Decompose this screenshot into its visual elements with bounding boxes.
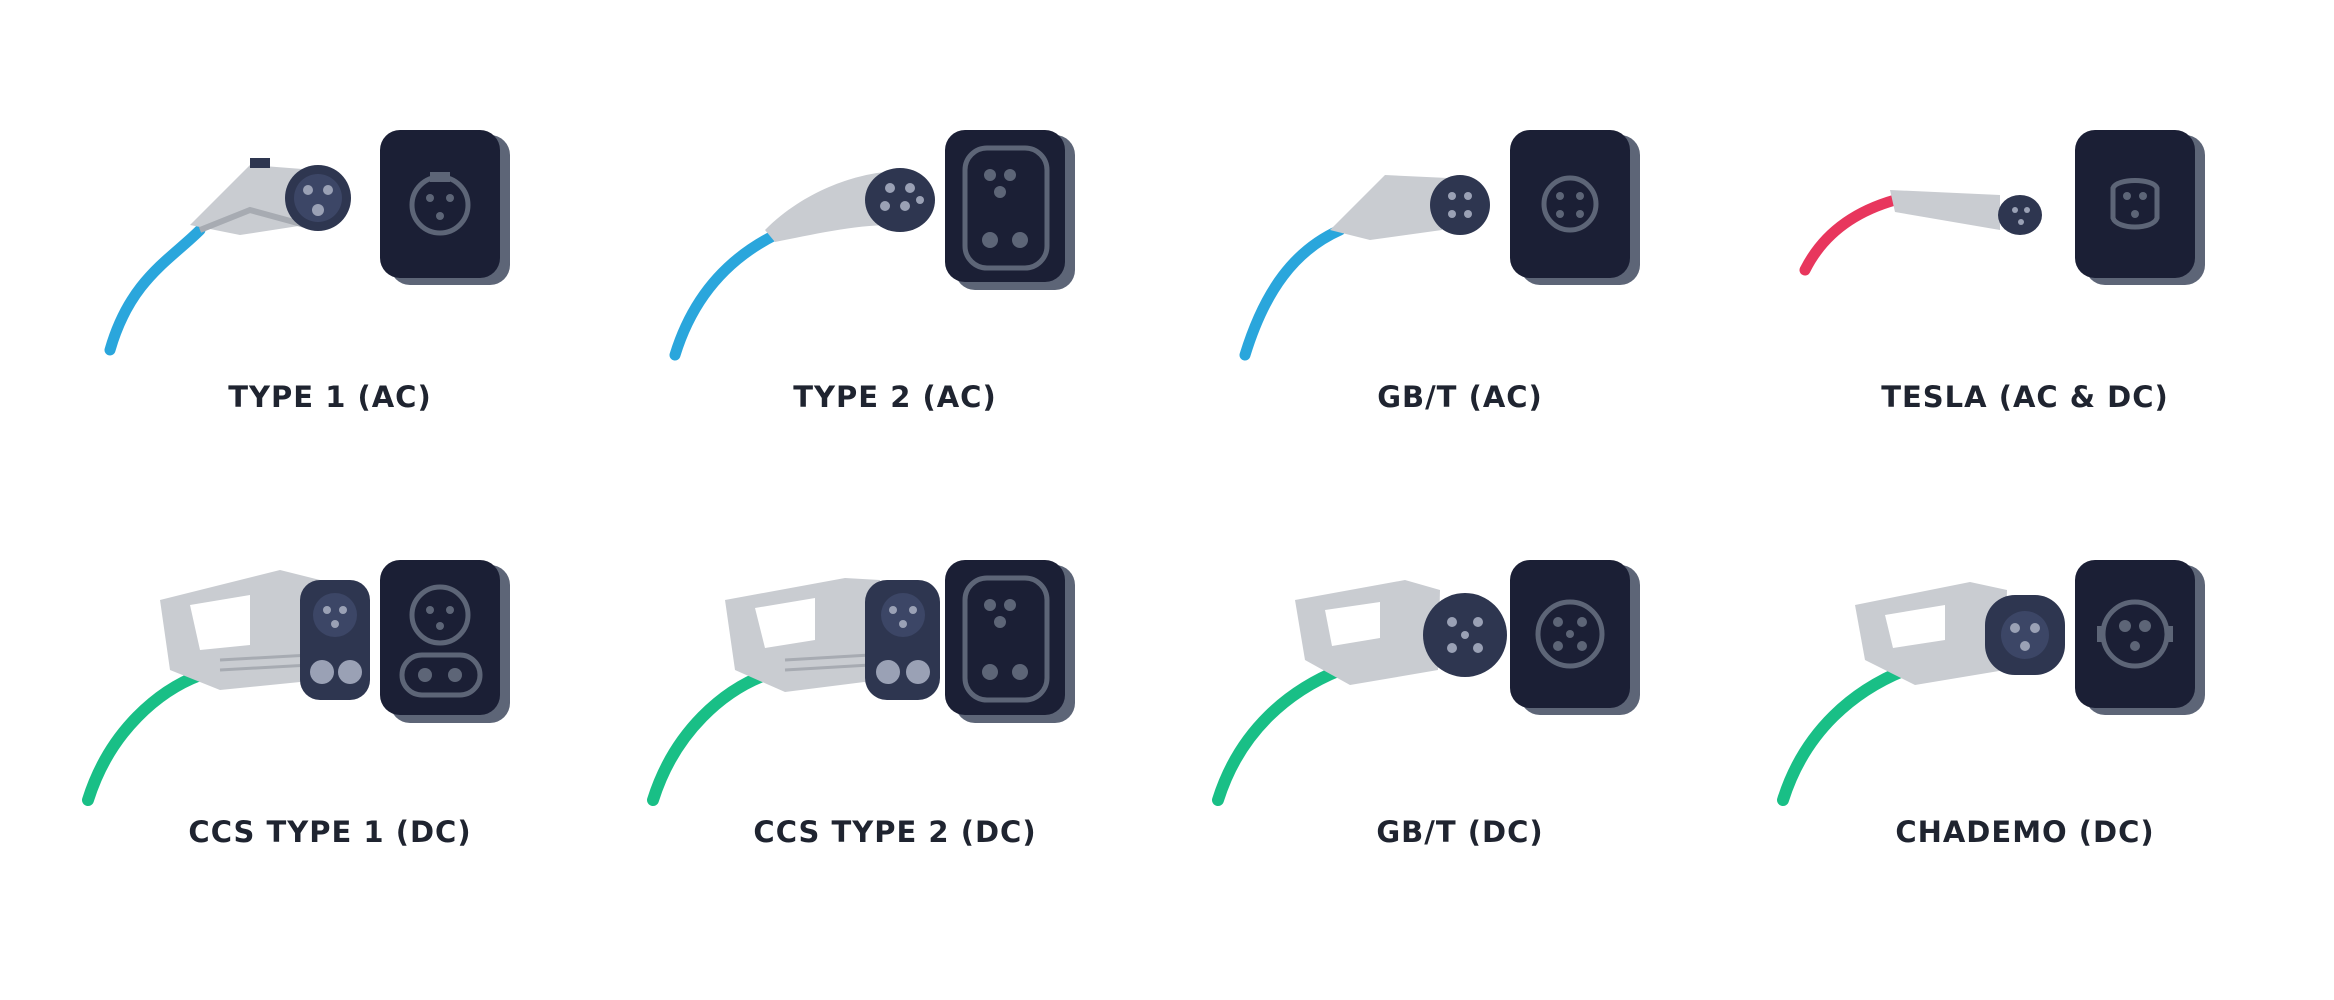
connector-card-ccs2: CCS TYPE 2 (DC) (615, 560, 1175, 980)
gbt-ac-socket-icon (1510, 130, 1640, 285)
connector-label: TESLA (AC & DC) (1881, 380, 2169, 414)
plug-handle (765, 172, 890, 242)
cable (1212, 664, 1346, 806)
cable (1799, 194, 1901, 276)
plug-handle (1330, 175, 1448, 240)
connector-label: GB/T (AC) (1377, 380, 1543, 414)
cable (669, 229, 781, 361)
connector-card-ccs1: CCS TYPE 1 (DC) (50, 560, 610, 980)
ccs1-socket-icon (380, 560, 510, 723)
connector-head (1998, 195, 2042, 235)
connector-card-chademo: CHADEMO (DC) (1745, 560, 2305, 980)
type1-socket-icon (380, 130, 510, 285)
tesla-plug-illustration (1799, 130, 2205, 285)
chademo-plug-illustration (1777, 560, 2205, 806)
connector-label: CHADEMO (DC) (1895, 815, 2155, 849)
cable (82, 669, 206, 806)
tesla-socket-icon (2075, 130, 2205, 285)
plug-handle (1890, 190, 2000, 230)
connector-card-gbt-dc: GB/T (DC) (1180, 560, 1740, 980)
connector-label: CCS TYPE 2 (DC) (753, 815, 1037, 849)
connector-card-type1: TYPE 1 (AC) (50, 130, 610, 550)
gbt-ac-plug-illustration (1239, 130, 1640, 361)
gbt-dc-socket-icon (1510, 560, 1640, 715)
ccs2-plug-illustration (647, 560, 1075, 806)
connector-card-type2: TYPE 2 (AC) (615, 130, 1175, 550)
connector-card-gbt-ac: GB/T (AC) (1180, 130, 1740, 550)
connector-label: TYPE 2 (AC) (793, 380, 997, 414)
type2-plug-illustration (669, 130, 1075, 361)
connector-card-tesla: TESLA (AC & DC) (1745, 130, 2305, 550)
connector-label: CCS TYPE 1 (DC) (188, 815, 472, 849)
gbt-dc-plug-illustration (1212, 560, 1640, 806)
connector-label: GB/T (DC) (1376, 815, 1544, 849)
connector-head (865, 168, 935, 232)
cable (1777, 664, 1911, 806)
type2-socket-icon (945, 130, 1075, 290)
connector-head (1430, 175, 1490, 235)
type1-plug-illustration (104, 130, 510, 356)
chademo-socket-icon (2075, 560, 2205, 715)
ccs2-socket-icon (945, 560, 1075, 723)
cable (647, 669, 771, 806)
cable (1239, 224, 1346, 361)
ccs1-plug-illustration (82, 560, 510, 806)
cable (104, 224, 206, 356)
connector-label: TYPE 1 (AC) (228, 380, 432, 414)
